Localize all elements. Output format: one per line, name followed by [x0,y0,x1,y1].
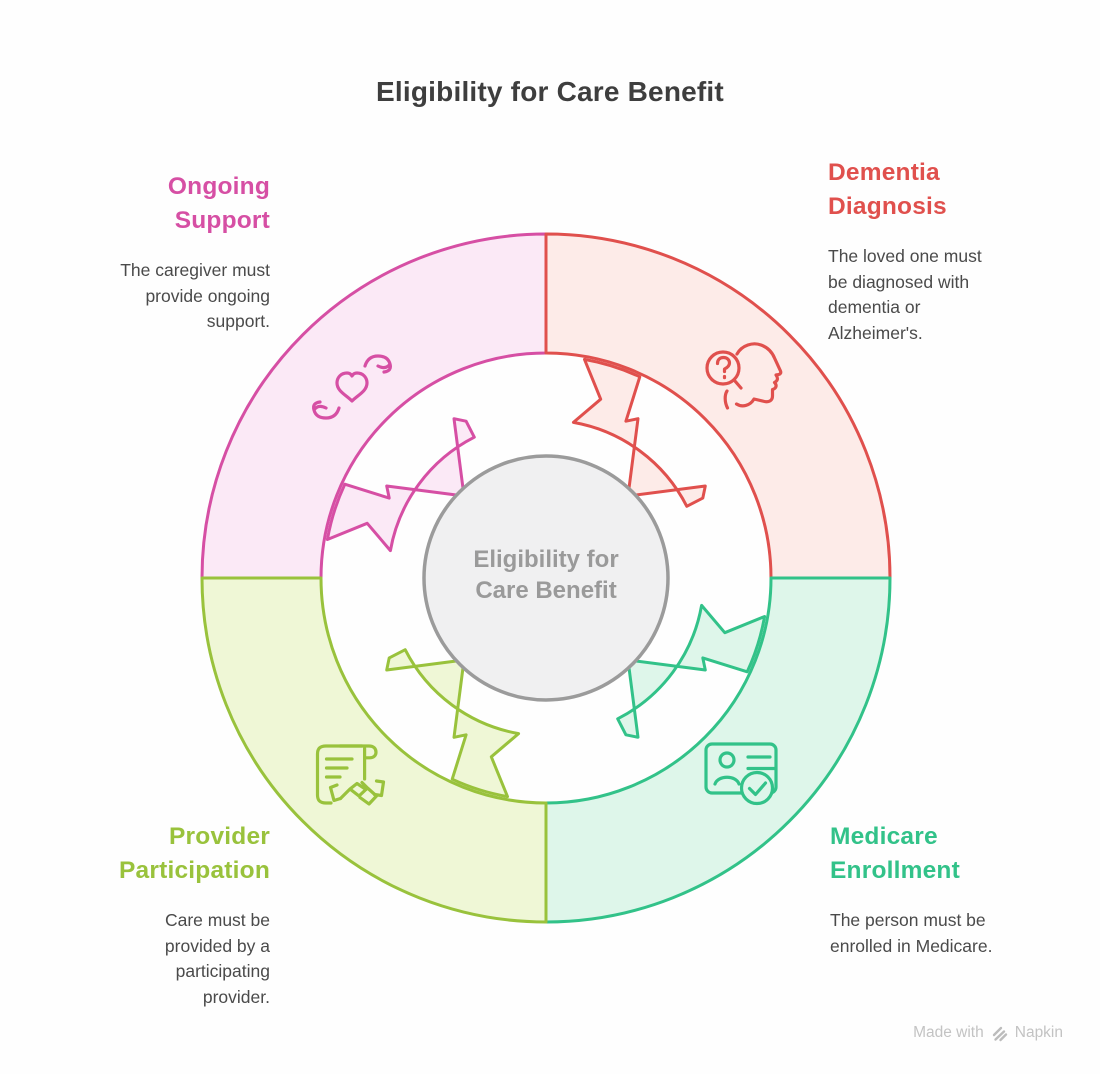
napkin-logo-icon [991,1025,1008,1042]
watermark-brand: Napkin [1014,1024,1063,1041]
section-heading: Ongoing Support [167,173,270,234]
section-heading: Medicare Enrollment [830,823,960,884]
center-circle [422,454,670,702]
section-description: The person must be enrolled in Medicare. [830,910,993,956]
label-ongoing-support: Ongoing Support The caregiver must provi… [120,170,270,335]
head-question-icon [705,342,783,410]
section-heading: Dementia Diagnosis [828,159,947,220]
center-label-line: Care Benefit [475,577,617,604]
section-description: The caregiver must provide ongoing suppo… [120,260,270,331]
contract-handshake-icon [315,744,386,806]
section-description: Care must be provided by a participating… [164,910,270,1007]
label-dementia-diagnosis: Dementia Diagnosis The loved one must be… [828,156,982,346]
center-label-line: Eligibility for [473,546,619,573]
watermark[interactable]: Made with Napkin [913,1024,1063,1042]
page-title: Eligibility for Care Benefit [376,76,724,107]
watermark-prefix: Made with [913,1024,984,1041]
id-card-check-icon [704,742,778,806]
section-heading: Provider Participation [119,823,270,884]
label-medicare-enrollment: Medicare Enrollment The person must be e… [830,820,992,959]
hands-heart-icon [312,354,392,420]
center-label: Eligibility for Care Benefit [406,544,686,606]
label-provider-participation: Provider Participation Care must be prov… [119,820,270,1010]
section-description: The loved one must be diagnosed with dem… [828,246,982,343]
